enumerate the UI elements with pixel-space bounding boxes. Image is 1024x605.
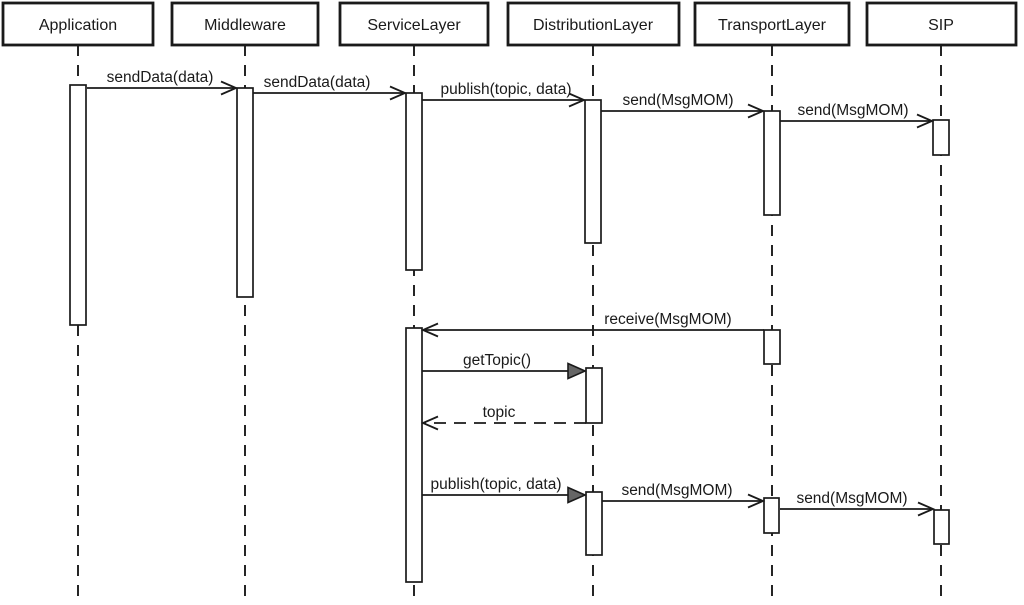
open-arrowhead-icon	[747, 493, 766, 509]
activation-bar-distributionlayer-2	[585, 367, 603, 424]
message-label: topic	[483, 404, 516, 421]
open-arrowhead-icon	[220, 80, 239, 96]
message-gettopic-servicelayer-to-distributionlayer: getTopic()	[422, 352, 587, 380]
lifeline-middleware: Middleware	[170, 1, 320, 47]
activation-bar-distributionlayer-3	[585, 491, 603, 556]
lifeline-head-label: ServiceLayer	[367, 17, 461, 34]
message-senddata-middleware-to-servicelayer: sendData(data)	[253, 74, 408, 101]
open-arrowhead-icon	[916, 113, 935, 129]
lifeline-head-label: Middleware	[204, 17, 286, 34]
open-arrowhead-icon	[389, 85, 408, 101]
lifeline-head-box	[865, 1, 1018, 47]
lifeline-distributionlayer: DistributionLayer	[506, 1, 681, 47]
message-publish-servicelayer-to-distributionlayer-2: publish(topic, data)	[422, 476, 587, 504]
lifeline-head-box	[693, 1, 851, 47]
lifeline-servicelayer: ServiceLayer	[338, 1, 490, 47]
activation-bar-transportlayer-3	[763, 497, 780, 534]
message-label: sendData(data)	[107, 69, 214, 86]
message-label: send(MsgMOM)	[796, 490, 907, 507]
message-send-transportlayer-to-sip-2: send(MsgMOM)	[780, 490, 936, 517]
lifeline-head-box	[506, 1, 681, 47]
message-label: sendData(data)	[264, 74, 371, 91]
lifeline-head-label: SIP	[928, 17, 954, 34]
open-arrowhead-icon	[420, 322, 439, 338]
message-label: receive(MsgMOM)	[604, 311, 731, 328]
activation-bar-servicelayer-2	[405, 327, 423, 583]
message-label: send(MsgMOM)	[797, 102, 908, 119]
activation-bar-transportlayer-2	[763, 329, 781, 365]
filled-arrowhead-icon	[567, 362, 587, 380]
activation-bar-servicelayer-1	[405, 92, 423, 271]
lifeline-head-box	[1, 1, 155, 47]
open-arrowhead-icon	[917, 501, 936, 517]
lifeline-head-box	[170, 1, 320, 47]
activation-bar-application-1	[69, 84, 87, 326]
lifeline-sip: SIP	[865, 1, 1018, 47]
activation-bar-middleware-1	[236, 87, 254, 298]
open-arrowhead-icon	[747, 103, 766, 119]
lifeline-head-label: Application	[39, 17, 117, 34]
message-send-distributionlayer-to-transportlayer-1: send(MsgMOM)	[601, 92, 766, 119]
message-topic-return-distributionlayer-to-servicelayer: topic	[420, 404, 586, 431]
lifeline-head-box	[338, 1, 490, 47]
message-label: getTopic()	[463, 352, 531, 369]
message-label: send(MsgMOM)	[622, 92, 733, 109]
open-arrowhead-icon	[420, 415, 439, 431]
lifeline-transportlayer: TransportLayer	[693, 1, 851, 47]
message-label: publish(topic, data)	[441, 81, 572, 98]
message-send-distributionlayer-to-transportlayer-2: send(MsgMOM)	[602, 482, 766, 509]
message-label: publish(topic, data)	[431, 476, 562, 493]
message-senddata-app-to-middleware: sendData(data)	[87, 69, 239, 96]
filled-arrowhead-icon	[567, 486, 587, 504]
activation-bar-sip-2	[933, 509, 950, 545]
message-receive-transportlayer-to-servicelayer: receive(MsgMOM)	[420, 311, 764, 338]
message-publish-servicelayer-to-distributionlayer-1: publish(topic, data)	[422, 81, 587, 108]
lifeline-head-label: DistributionLayer	[533, 17, 654, 34]
activation-bar-transportlayer-1	[763, 110, 781, 216]
lifeline-head-label: TransportLayer	[718, 17, 827, 34]
open-arrowhead-icon	[568, 92, 587, 108]
message-send-transportlayer-to-sip-1: send(MsgMOM)	[780, 102, 935, 129]
activation-bar-distributionlayer-1	[584, 99, 602, 244]
activation-bar-sip-1	[932, 119, 950, 156]
lifeline-application: Application	[1, 1, 155, 47]
message-label: send(MsgMOM)	[621, 482, 732, 499]
